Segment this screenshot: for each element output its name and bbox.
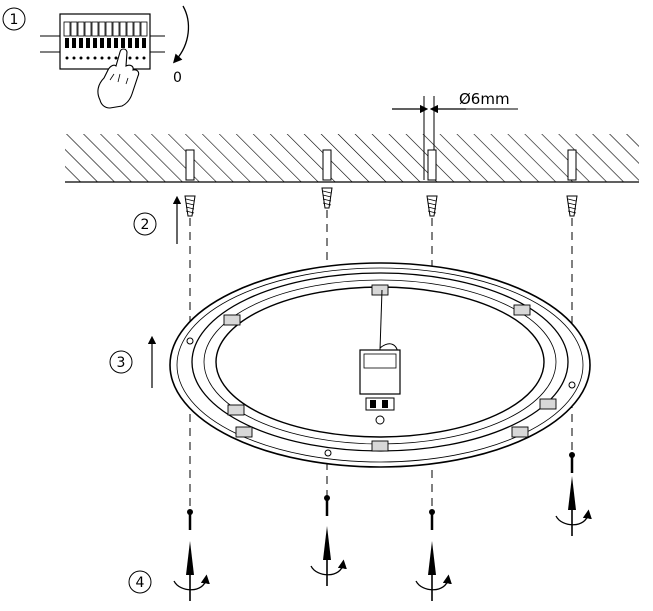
mounting-clip bbox=[371, 284, 389, 296]
mounting-column-3 bbox=[415, 149, 452, 601]
screw-icon bbox=[321, 187, 333, 209]
screwdriver-rotate-icon bbox=[415, 541, 452, 601]
mounting-column-1 bbox=[173, 149, 210, 601]
screwdriver-rotate-icon bbox=[555, 476, 592, 536]
drill-dimension: Ø6mm bbox=[392, 90, 518, 180]
mounting-column-4 bbox=[555, 149, 592, 536]
screw-icon bbox=[569, 452, 575, 473]
switch-off-arrow bbox=[173, 5, 190, 64]
screwdriver-rotate-icon bbox=[310, 526, 347, 586]
screw-icon bbox=[187, 509, 193, 530]
mounting-clip bbox=[539, 398, 557, 410]
screw-icon bbox=[426, 195, 438, 217]
mounting-clip bbox=[235, 426, 253, 438]
step-1-group: 1 0 bbox=[2, 5, 190, 109]
screw-icon bbox=[184, 195, 196, 217]
step-1-label: 1 bbox=[10, 12, 19, 28]
terminal-block-icon bbox=[359, 289, 401, 425]
mounting-clip bbox=[511, 426, 529, 438]
step-4-group: 4 bbox=[128, 570, 152, 594]
wall-plug-icon bbox=[427, 149, 437, 181]
mounting-clip bbox=[371, 440, 389, 452]
drill-diameter-label: Ø6mm bbox=[459, 90, 510, 108]
breaker-off-label: 0 bbox=[173, 70, 182, 86]
screw-icon bbox=[324, 495, 330, 516]
step-3-label: 3 bbox=[117, 355, 126, 371]
step-2-group: 2 bbox=[133, 195, 182, 244]
screw-icon bbox=[566, 195, 578, 217]
step-4-label: 4 bbox=[136, 575, 145, 591]
mounting-clip bbox=[223, 314, 241, 326]
step-3-group: 3 bbox=[109, 335, 157, 388]
screw-icon bbox=[429, 509, 435, 530]
wall-plug-icon bbox=[185, 149, 195, 181]
circuit-breaker-panel-icon bbox=[40, 13, 165, 70]
wall-plug-icon bbox=[567, 149, 577, 181]
step-1-circle bbox=[2, 7, 26, 31]
mounting-clip bbox=[227, 404, 245, 416]
step-2-label: 2 bbox=[141, 217, 150, 233]
hatched-ceiling bbox=[65, 134, 639, 183]
hand-icon bbox=[97, 48, 140, 109]
mounting-clip bbox=[513, 304, 531, 316]
wall-plug-icon bbox=[322, 149, 332, 181]
screwdriver-rotate-icon bbox=[173, 541, 210, 601]
